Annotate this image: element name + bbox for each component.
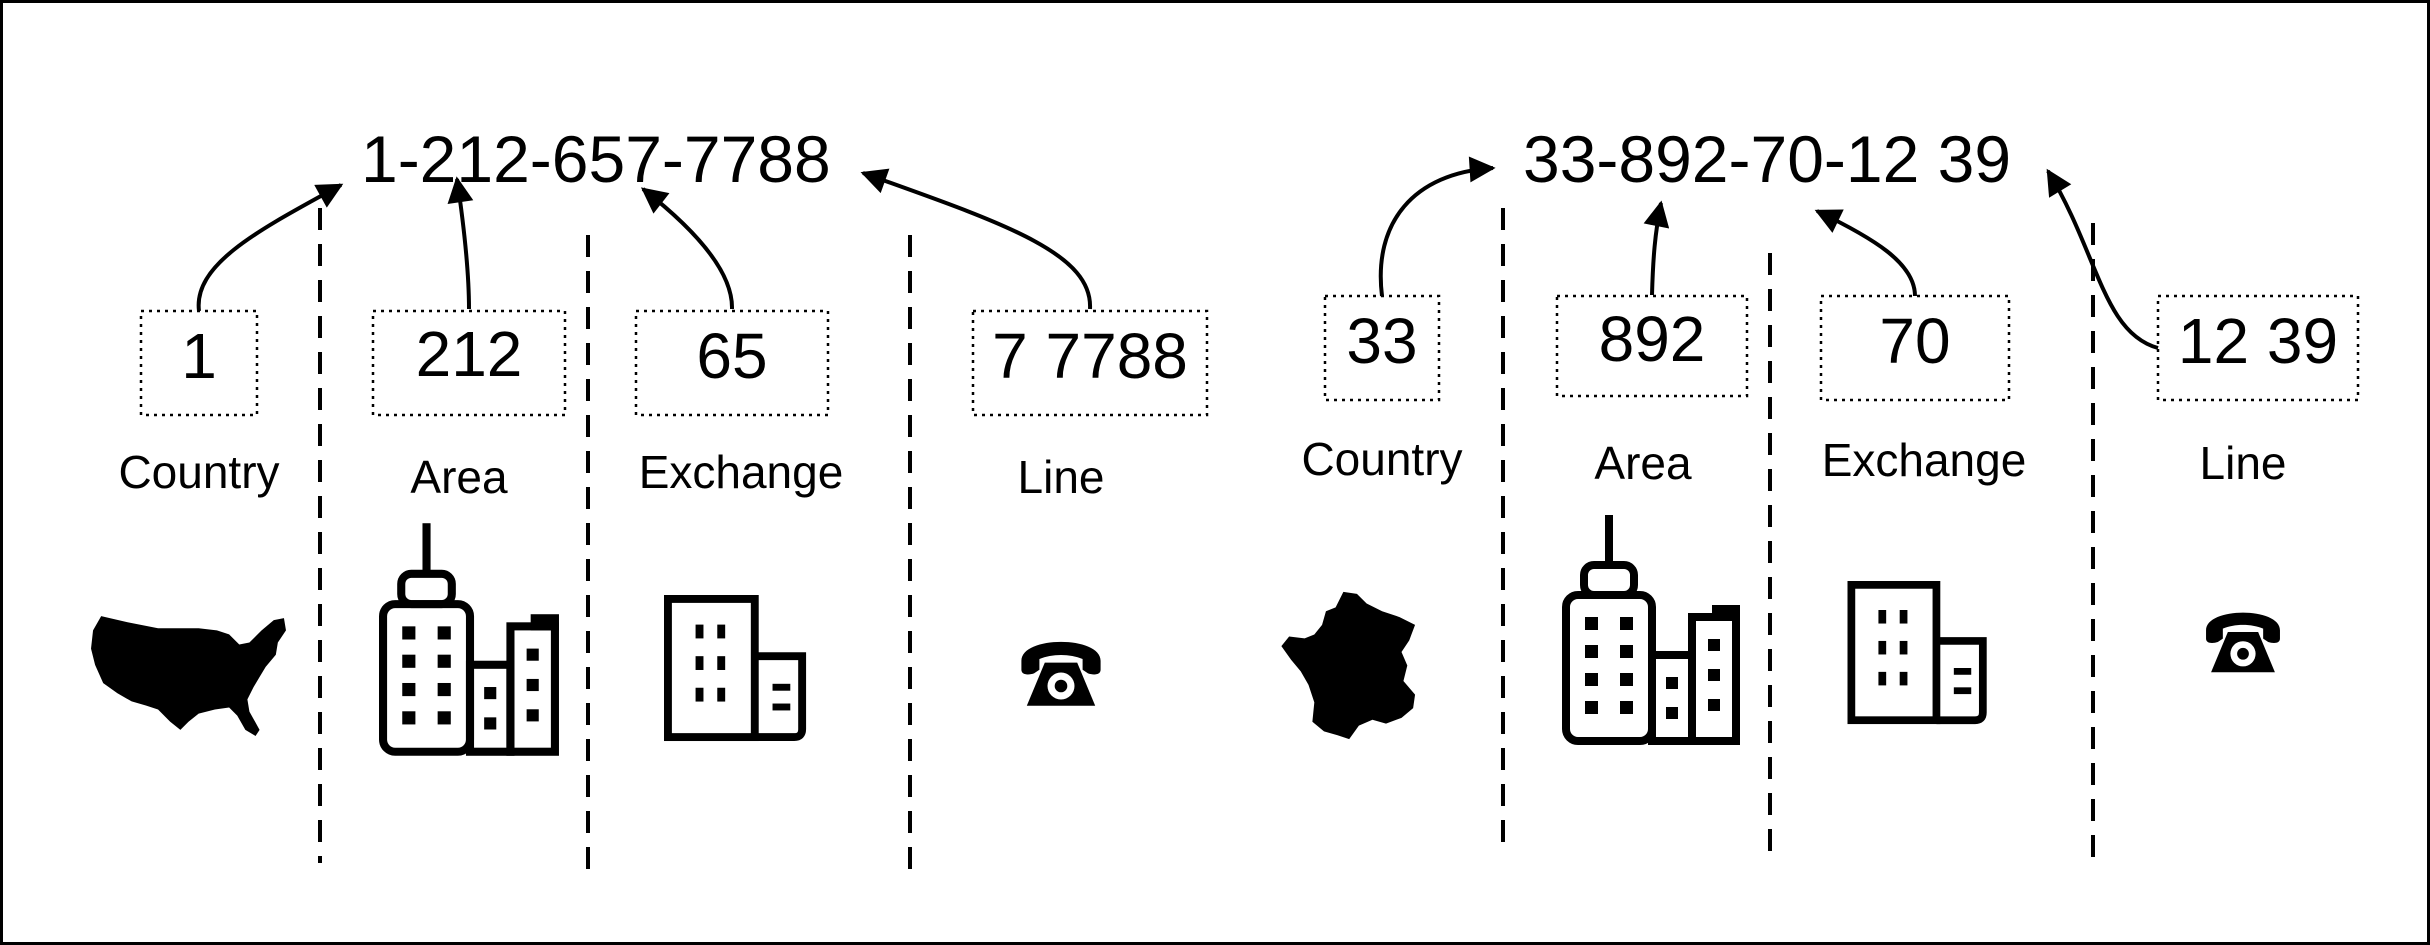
us-area-value: 212 (416, 318, 523, 390)
us-line-box (971, 309, 1209, 417)
fr-number-group: 33-892-70-12 39 33 892 70 12 39 Country … (1281, 122, 2360, 858)
fr-country-label: Country (1301, 433, 1462, 485)
us-country-value: 1 (181, 320, 217, 392)
us-number-group: 1-212-657-7788 1 212 65 7 7788 Country A… (91, 122, 1209, 873)
us-line-telephone-icon (1021, 641, 1101, 706)
us-area-box (371, 309, 567, 417)
us-country-label: Country (118, 446, 279, 498)
us-line-value: 7 7788 (992, 320, 1188, 392)
fr-area-box (1555, 294, 1749, 398)
fr-area-value: 892 (1599, 303, 1706, 375)
fr-area-label: Area (1594, 437, 1692, 489)
us-exchange-value: 65 (696, 320, 767, 392)
fr-exchange-arrow (1814, 209, 1917, 297)
fr-full-number: 33-892-70-12 39 (1523, 122, 2011, 196)
usa-map-icon (91, 616, 286, 736)
fr-area-skyscraper-icon (1566, 515, 1740, 741)
fr-area-arrow (1643, 200, 1670, 296)
us-full-number: 1-212-657-7788 (361, 122, 831, 196)
us-area-skyscraper-icon (383, 523, 559, 752)
us-arrows (196, 168, 1093, 312)
us-area-label: Area (410, 451, 508, 503)
fr-line-value: 12 39 (2178, 305, 2338, 377)
us-exchange-office-building-icon (668, 599, 802, 737)
fr-line-arrow (2046, 168, 2159, 350)
fr-arrows (1378, 156, 2159, 350)
us-country-arrow (196, 183, 344, 312)
us-exchange-arrow (640, 187, 735, 310)
us-line-arrow (860, 168, 1093, 310)
diagram-canvas: 1-212-657-7788 1 212 65 7 7788 Country A… (91, 122, 2360, 873)
us-exchange-label: Exchange (639, 446, 844, 498)
fr-exchange-box (1819, 294, 2011, 402)
fr-exchange-office-building-icon (1851, 585, 1982, 720)
fr-line-telephone-icon (2206, 612, 2280, 673)
fr-country-value: 33 (1346, 305, 1417, 377)
france-map-icon (1281, 591, 1416, 740)
us-dividers (318, 208, 912, 873)
us-area-arrow (447, 176, 474, 310)
fr-exchange-value: 70 (1879, 305, 1950, 377)
fr-country-arrow (1378, 156, 1496, 297)
us-exchange-box (634, 309, 830, 417)
us-line-label: Line (1018, 451, 1105, 503)
fr-line-label: Line (2200, 437, 2287, 489)
fr-dividers (1501, 208, 2095, 858)
fr-exchange-label: Exchange (1822, 434, 2027, 486)
